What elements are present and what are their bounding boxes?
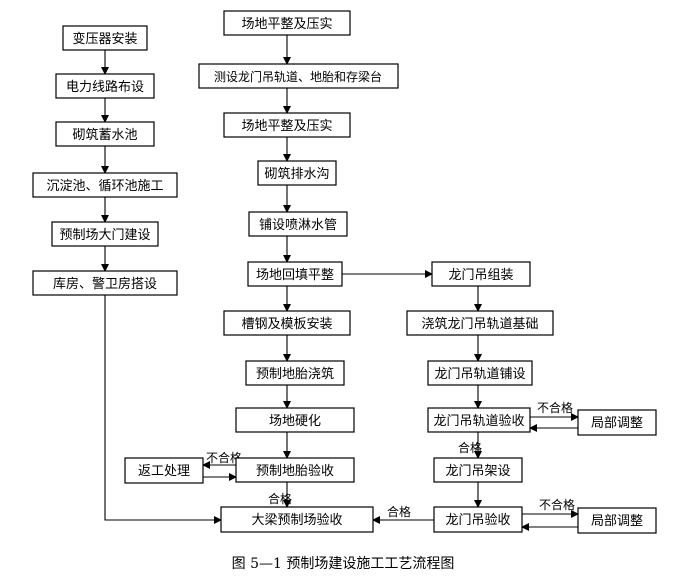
label-pass-crane: 合格 [387,504,411,519]
label-pass-track: 合格 [458,440,482,455]
svg-text:场地回填平整: 场地回填平整 [256,268,334,283]
box-drain: 砌筑排水沟 [257,160,337,186]
svg-text:场地平整及压实: 场地平整及压实 [241,119,332,134]
svg-text:局部调整: 局部调整 [591,416,643,431]
svg-text:预制地胎浇筑: 预制地胎浇筑 [256,366,334,382]
box-steel-formwork: 槽钢及模板安装 [223,310,351,336]
box-harden: 场地硬化 [235,407,355,433]
svg-text:场地平整及压实: 场地平整及压实 [241,17,332,32]
box-reservoir: 砌筑蓄水池 [55,121,155,147]
svg-text:电力线路布设: 电力线路布设 [66,79,144,95]
box-assemble: 龙门吊组装 [431,261,531,287]
box-level1: 场地平整及压实 [223,10,351,36]
svg-text:砌筑排水沟: 砌筑排水沟 [264,166,329,182]
box-level2: 场地平整及压实 [223,112,351,138]
svg-text:浇筑龙门吊轨道基础: 浇筑龙门吊轨道基础 [421,316,538,332]
box-gate: 预制场大门建设 [51,221,159,247]
svg-text:变压器安装: 变压器安装 [72,31,137,47]
svg-text:龙门吊组装: 龙门吊组装 [448,268,513,283]
box-power-line: 电力线路布设 [55,73,155,99]
box-final: 大梁预制场验收 [220,506,374,533]
arrow-warehouse-to-final [104,295,222,524]
svg-text:龙门吊轨道铺设: 龙门吊轨道铺设 [434,367,525,382]
connectors [101,35,579,531]
label-fail-rework: 不合格 [206,450,242,465]
box-warehouse: 库房、警卫房搭设 [32,270,178,296]
svg-text:返工处理: 返工处理 [138,464,190,479]
svg-text:沉淀池、循环池施工: 沉淀池、循环池施工 [46,179,163,194]
figure-caption: 图 5—1 预制场建设施工工艺流程图 [232,556,455,572]
svg-text:局部调整: 局部调整 [591,514,643,529]
box-pour: 预制地胎浇筑 [245,360,345,386]
box-sedimentation: 沉淀池、循环池施工 [32,172,178,198]
box-crane-inspect: 龙门吊验收 [433,506,523,533]
svg-text:龙门吊验收: 龙门吊验收 [445,512,510,528]
box-foundation: 浇筑龙门吊轨道基础 [406,310,554,336]
box-adjust1: 局部调整 [577,409,657,436]
svg-text:龙门吊架设: 龙门吊架设 [445,464,510,479]
box-backfill: 场地回填平整 [247,261,343,287]
svg-text:铺设喷淋水管: 铺设喷淋水管 [259,218,337,233]
svg-text:预制地胎验收: 预制地胎验收 [256,463,334,479]
box-adjust2: 局部调整 [577,507,657,534]
box-transformer: 变压器安装 [62,25,148,51]
svg-text:龙门吊轨道验收: 龙门吊轨道验收 [433,413,524,429]
label-fail-crane: 不合格 [539,497,575,512]
box-track-inspect: 龙门吊轨道验收 [427,407,531,433]
svg-text:预制场大门建设: 预制场大门建设 [59,228,150,243]
svg-text:大梁预制场验收: 大梁预制场验收 [251,512,342,528]
box-survey: 测设龙门吊轨道、地胎和存梁台 [198,63,399,89]
box-rework: 返工处理 [124,457,204,484]
connector-labels: 不合格 合格 不合格 合格 不合格 合格 [206,400,575,519]
box-sprinkler: 铺设喷淋水管 [248,211,348,237]
box-erect: 龙门吊架设 [433,457,523,483]
box-inspect: 预制地胎验收 [235,457,355,483]
label-fail-track: 不合格 [537,400,573,415]
svg-text:测设龙门吊轨道、地胎和存梁台: 测设龙门吊轨道、地胎和存梁台 [214,69,382,84]
label-pass-main: 合格 [268,491,292,506]
box-laying: 龙门吊轨道铺设 [427,360,533,386]
svg-text:槽钢及模板安装: 槽钢及模板安装 [241,317,332,332]
svg-text:砌筑蓄水池: 砌筑蓄水池 [72,127,137,143]
svg-text:场地硬化: 场地硬化 [269,414,321,429]
svg-text:库房、警卫房搭设: 库房、警卫房搭设 [53,276,157,292]
